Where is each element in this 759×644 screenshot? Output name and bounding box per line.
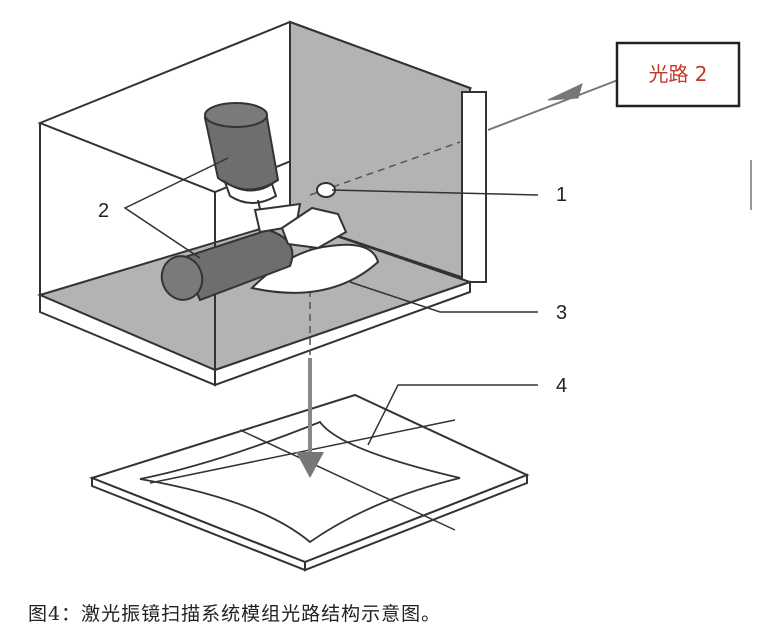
callout-4-label: 4 xyxy=(556,375,567,397)
output-beam-arrowhead xyxy=(296,452,324,478)
figure-caption: 图4：激光振镜扫描系统模组光路结构示意图。 xyxy=(28,603,442,625)
callout-2-label: 2 xyxy=(98,200,109,222)
field-axis-2 xyxy=(239,429,456,531)
internal-beam-dashed xyxy=(309,141,461,196)
callout-4-leader xyxy=(367,384,538,446)
callout-3-leader xyxy=(349,281,538,313)
incoming-beam-line xyxy=(487,79,619,131)
work-surface-edge-right xyxy=(304,473,528,572)
beam-label-box xyxy=(615,41,741,108)
callout-1-leader xyxy=(331,189,539,196)
galvo-motor-lower xyxy=(160,228,294,302)
mirror-y xyxy=(280,206,348,250)
callout-1-label: 1 xyxy=(556,184,567,206)
pincushion-field xyxy=(139,420,461,544)
beam-label-text: 光路 2 xyxy=(648,62,707,86)
callout-2-leader xyxy=(123,157,229,259)
callout-3-label: 3 xyxy=(556,302,567,324)
incoming-beam-arrowhead xyxy=(547,83,583,101)
field-axis-1 xyxy=(149,419,456,484)
box-side-panel xyxy=(461,91,487,283)
